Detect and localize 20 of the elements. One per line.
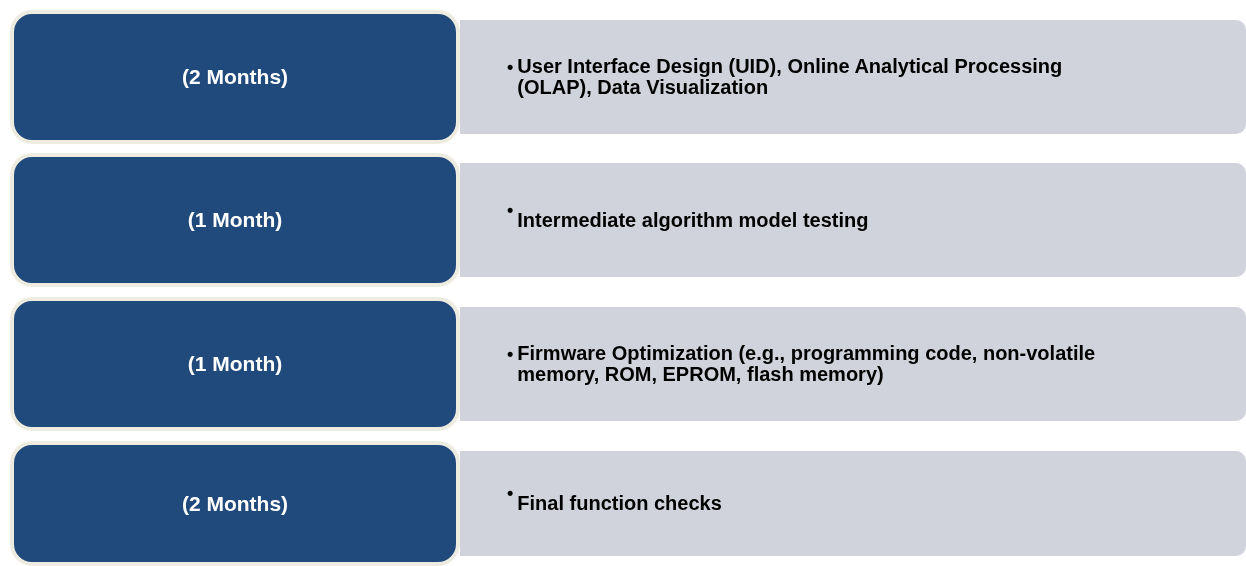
duration-box — [10, 10, 460, 144]
description-bar — [460, 20, 1246, 134]
bullet: • — [507, 484, 514, 503]
task-description: Final function checks — [517, 493, 722, 514]
task-description: Intermediate algorithm model testing — [517, 209, 869, 231]
duration-label: (1 Month) — [187, 351, 283, 378]
duration-label: (1 Month) — [187, 207, 283, 234]
bullet: • — [507, 200, 514, 220]
bullet: • — [507, 344, 514, 364]
duration-box — [10, 297, 460, 431]
duration-box — [10, 153, 460, 287]
duration-label: (2 Months) — [181, 490, 289, 517]
description-bar — [460, 307, 1246, 421]
description-bar — [460, 451, 1246, 556]
duration-label: (2 Months) — [181, 64, 289, 91]
description-bar — [460, 163, 1246, 277]
task-description: Firmware Optimization (e.g., programming code, non-volatile memory, ROM, EPROM, flash memory) — [517, 343, 1097, 385]
task-description: User Interface Design (UID), Online Analytical Processing (OLAP), Data Visualization — [517, 56, 1064, 98]
bullet: • — [507, 57, 514, 77]
duration-box — [10, 441, 460, 566]
